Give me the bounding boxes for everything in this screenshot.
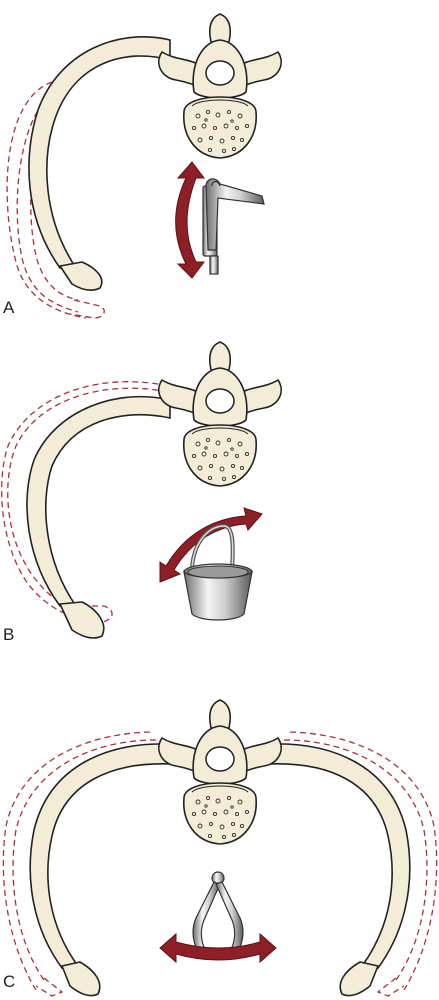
vertebra-b — [158, 341, 282, 487]
rib-c-right — [269, 743, 411, 969]
panel-b — [1, 341, 282, 639]
displaced-rib-outline-b — [7, 387, 169, 613]
rib-a — [28, 36, 171, 269]
pump-handle-icon — [175, 161, 265, 279]
panel-label-a: A — [3, 298, 15, 317]
vertebra-a — [158, 13, 282, 159]
panel-label-c: C — [3, 972, 16, 991]
panel-a — [6, 13, 282, 319]
rib-c-left — [29, 743, 171, 969]
bucket-handle-icon — [159, 507, 263, 621]
panel-c — [2, 699, 438, 997]
vertebra-c — [158, 699, 282, 845]
caliper-icon — [159, 871, 277, 964]
rib-b — [26, 395, 171, 607]
panel-label-b: B — [3, 625, 15, 644]
displaced-rib-outline-a — [16, 89, 79, 313]
